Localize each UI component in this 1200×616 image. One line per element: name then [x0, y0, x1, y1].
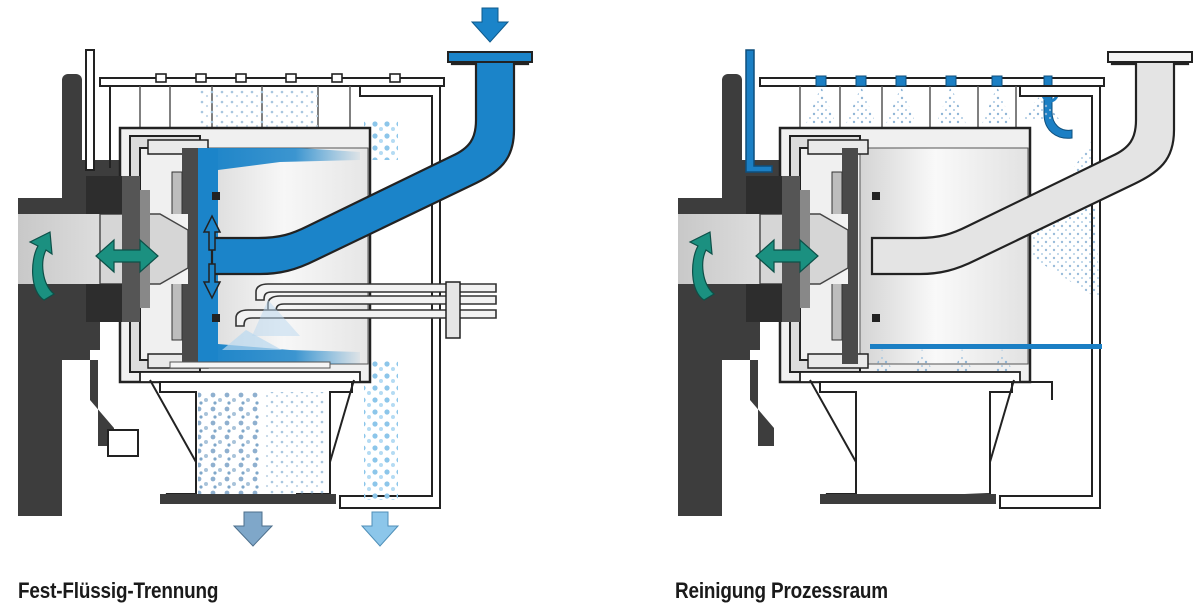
drum-plate [182, 148, 198, 364]
caption-separation: Fest-Flüssig-Trennung [18, 578, 219, 603]
lid [99, 77, 445, 87]
cleaning-diagram [660, 0, 1200, 560]
caption-cleaning: Reinigung Prozessraum [675, 578, 888, 603]
filter-cake-bottom [198, 334, 360, 364]
separation-svg [18, 7, 533, 547]
casing-right [339, 85, 441, 509]
shaft-motion-arrow-right [755, 238, 819, 274]
spray-cones-top [806, 86, 1012, 124]
filter-cake-top [198, 148, 360, 180]
cleaning-svg [678, 49, 1193, 516]
feed-pipe [210, 54, 530, 276]
separation-diagram [0, 0, 560, 560]
housing-base [18, 300, 62, 516]
cleaning-feed-line [745, 49, 773, 173]
liquid-outlet-arrow [360, 511, 400, 547]
solids-outlet-arrow [232, 511, 274, 547]
feed-inlet-arrow [470, 7, 510, 43]
feed-pipe-idle [870, 54, 1190, 276]
rotation-arrow [28, 231, 56, 301]
spray-bar-bottom [870, 344, 1102, 349]
housing-lower-arm [62, 300, 114, 446]
shaft-motion-arrow [95, 238, 159, 274]
housing-upper-block [62, 74, 82, 174]
rotation-arrow-right [688, 231, 716, 301]
